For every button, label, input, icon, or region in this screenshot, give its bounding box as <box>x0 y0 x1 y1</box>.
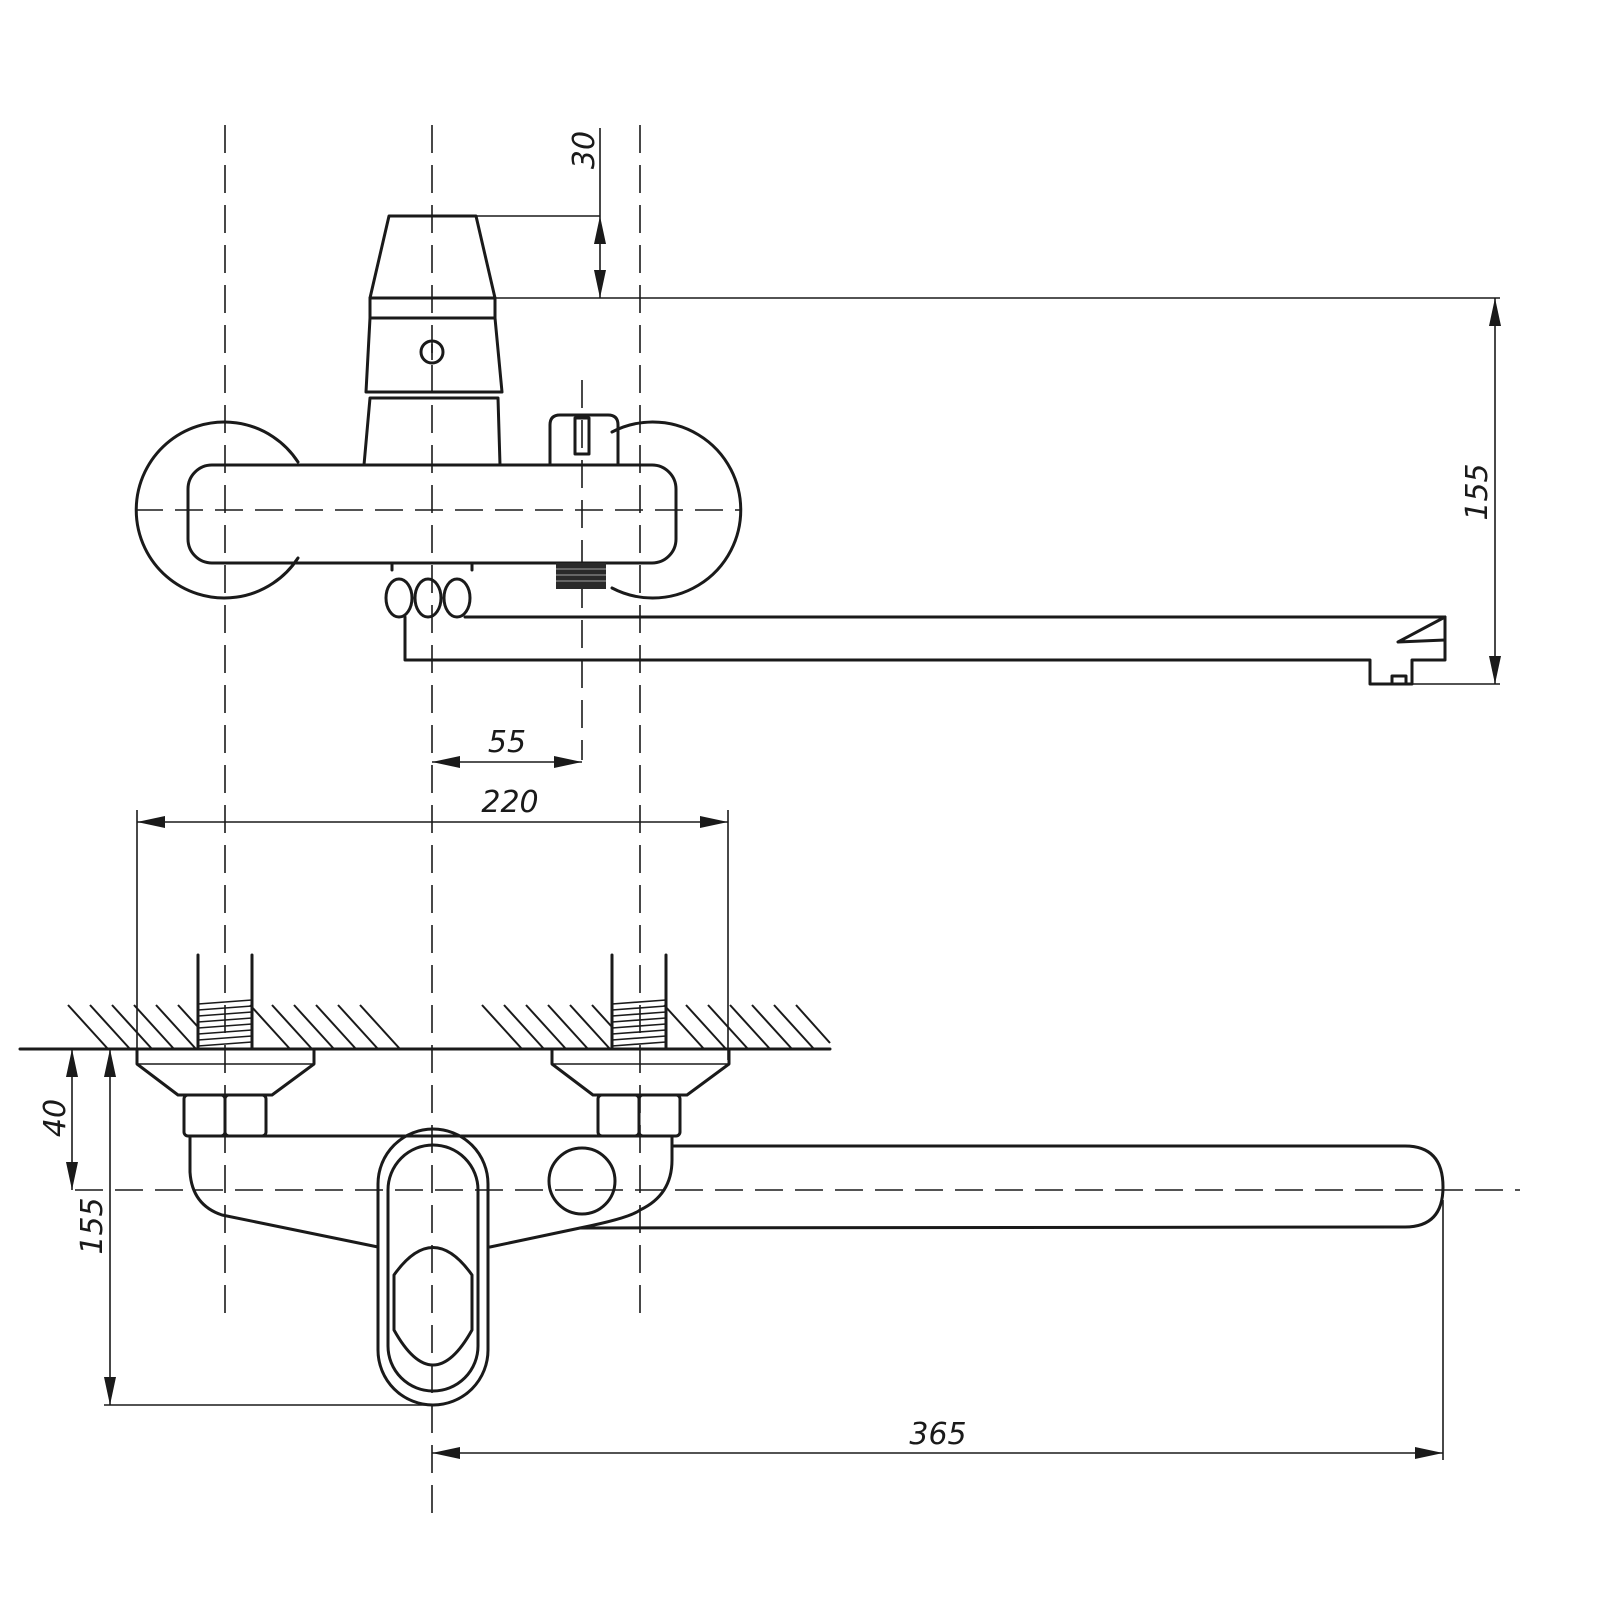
spout-top <box>578 1144 1445 1230</box>
top-view-dimensions: 40 155 365 <box>38 1049 1444 1460</box>
dim-side-height: 155 <box>1460 463 1495 520</box>
spout-side <box>403 615 1447 686</box>
wall-hatch-left <box>67 1004 401 1050</box>
swivel-nut-2 <box>413 577 443 619</box>
diverter-knob <box>547 1146 617 1216</box>
right-supply-pipe <box>610 953 668 1051</box>
faucet-top-view <box>135 1047 1445 1407</box>
shower-outlet-thread <box>556 563 606 589</box>
swivel-nut-3 <box>442 577 472 619</box>
set-screw <box>419 339 445 365</box>
left-nut-a <box>182 1093 227 1138</box>
diverter-slot <box>573 416 591 456</box>
right-nut-a <box>596 1093 641 1138</box>
left-nut-b <box>223 1093 268 1138</box>
lever-grip <box>392 1246 474 1367</box>
aerator <box>1390 674 1408 686</box>
left-wall-flange <box>134 420 300 600</box>
cartridge-neck <box>362 396 502 467</box>
lever-outer <box>376 1127 490 1407</box>
body-top <box>188 1134 674 1249</box>
swivel-nut-1 <box>384 577 414 619</box>
dim-mount-width: 220 <box>481 785 538 820</box>
dim-front-height: 155 <box>75 1197 110 1254</box>
dim-handle-height: 30 <box>567 131 602 169</box>
dim-spout-reach: 365 <box>909 1417 966 1452</box>
wall-hatch-right <box>481 1004 831 1050</box>
diverter-button <box>548 413 620 467</box>
left-supply-pipe <box>196 953 254 1051</box>
right-wall-flange <box>610 420 743 600</box>
wall-section <box>18 953 832 1051</box>
lever-inner <box>386 1143 480 1393</box>
right-nut-b <box>637 1093 682 1138</box>
dim-outlet-offset: 55 <box>488 725 526 760</box>
cartridge-housing <box>364 316 504 394</box>
side-view-dimensions: 30 155 55 220 <box>136 128 1501 1060</box>
faucet-side-view <box>134 214 1447 686</box>
center-lines <box>75 125 1520 1515</box>
dim-wall-offset: 40 <box>38 1099 73 1137</box>
